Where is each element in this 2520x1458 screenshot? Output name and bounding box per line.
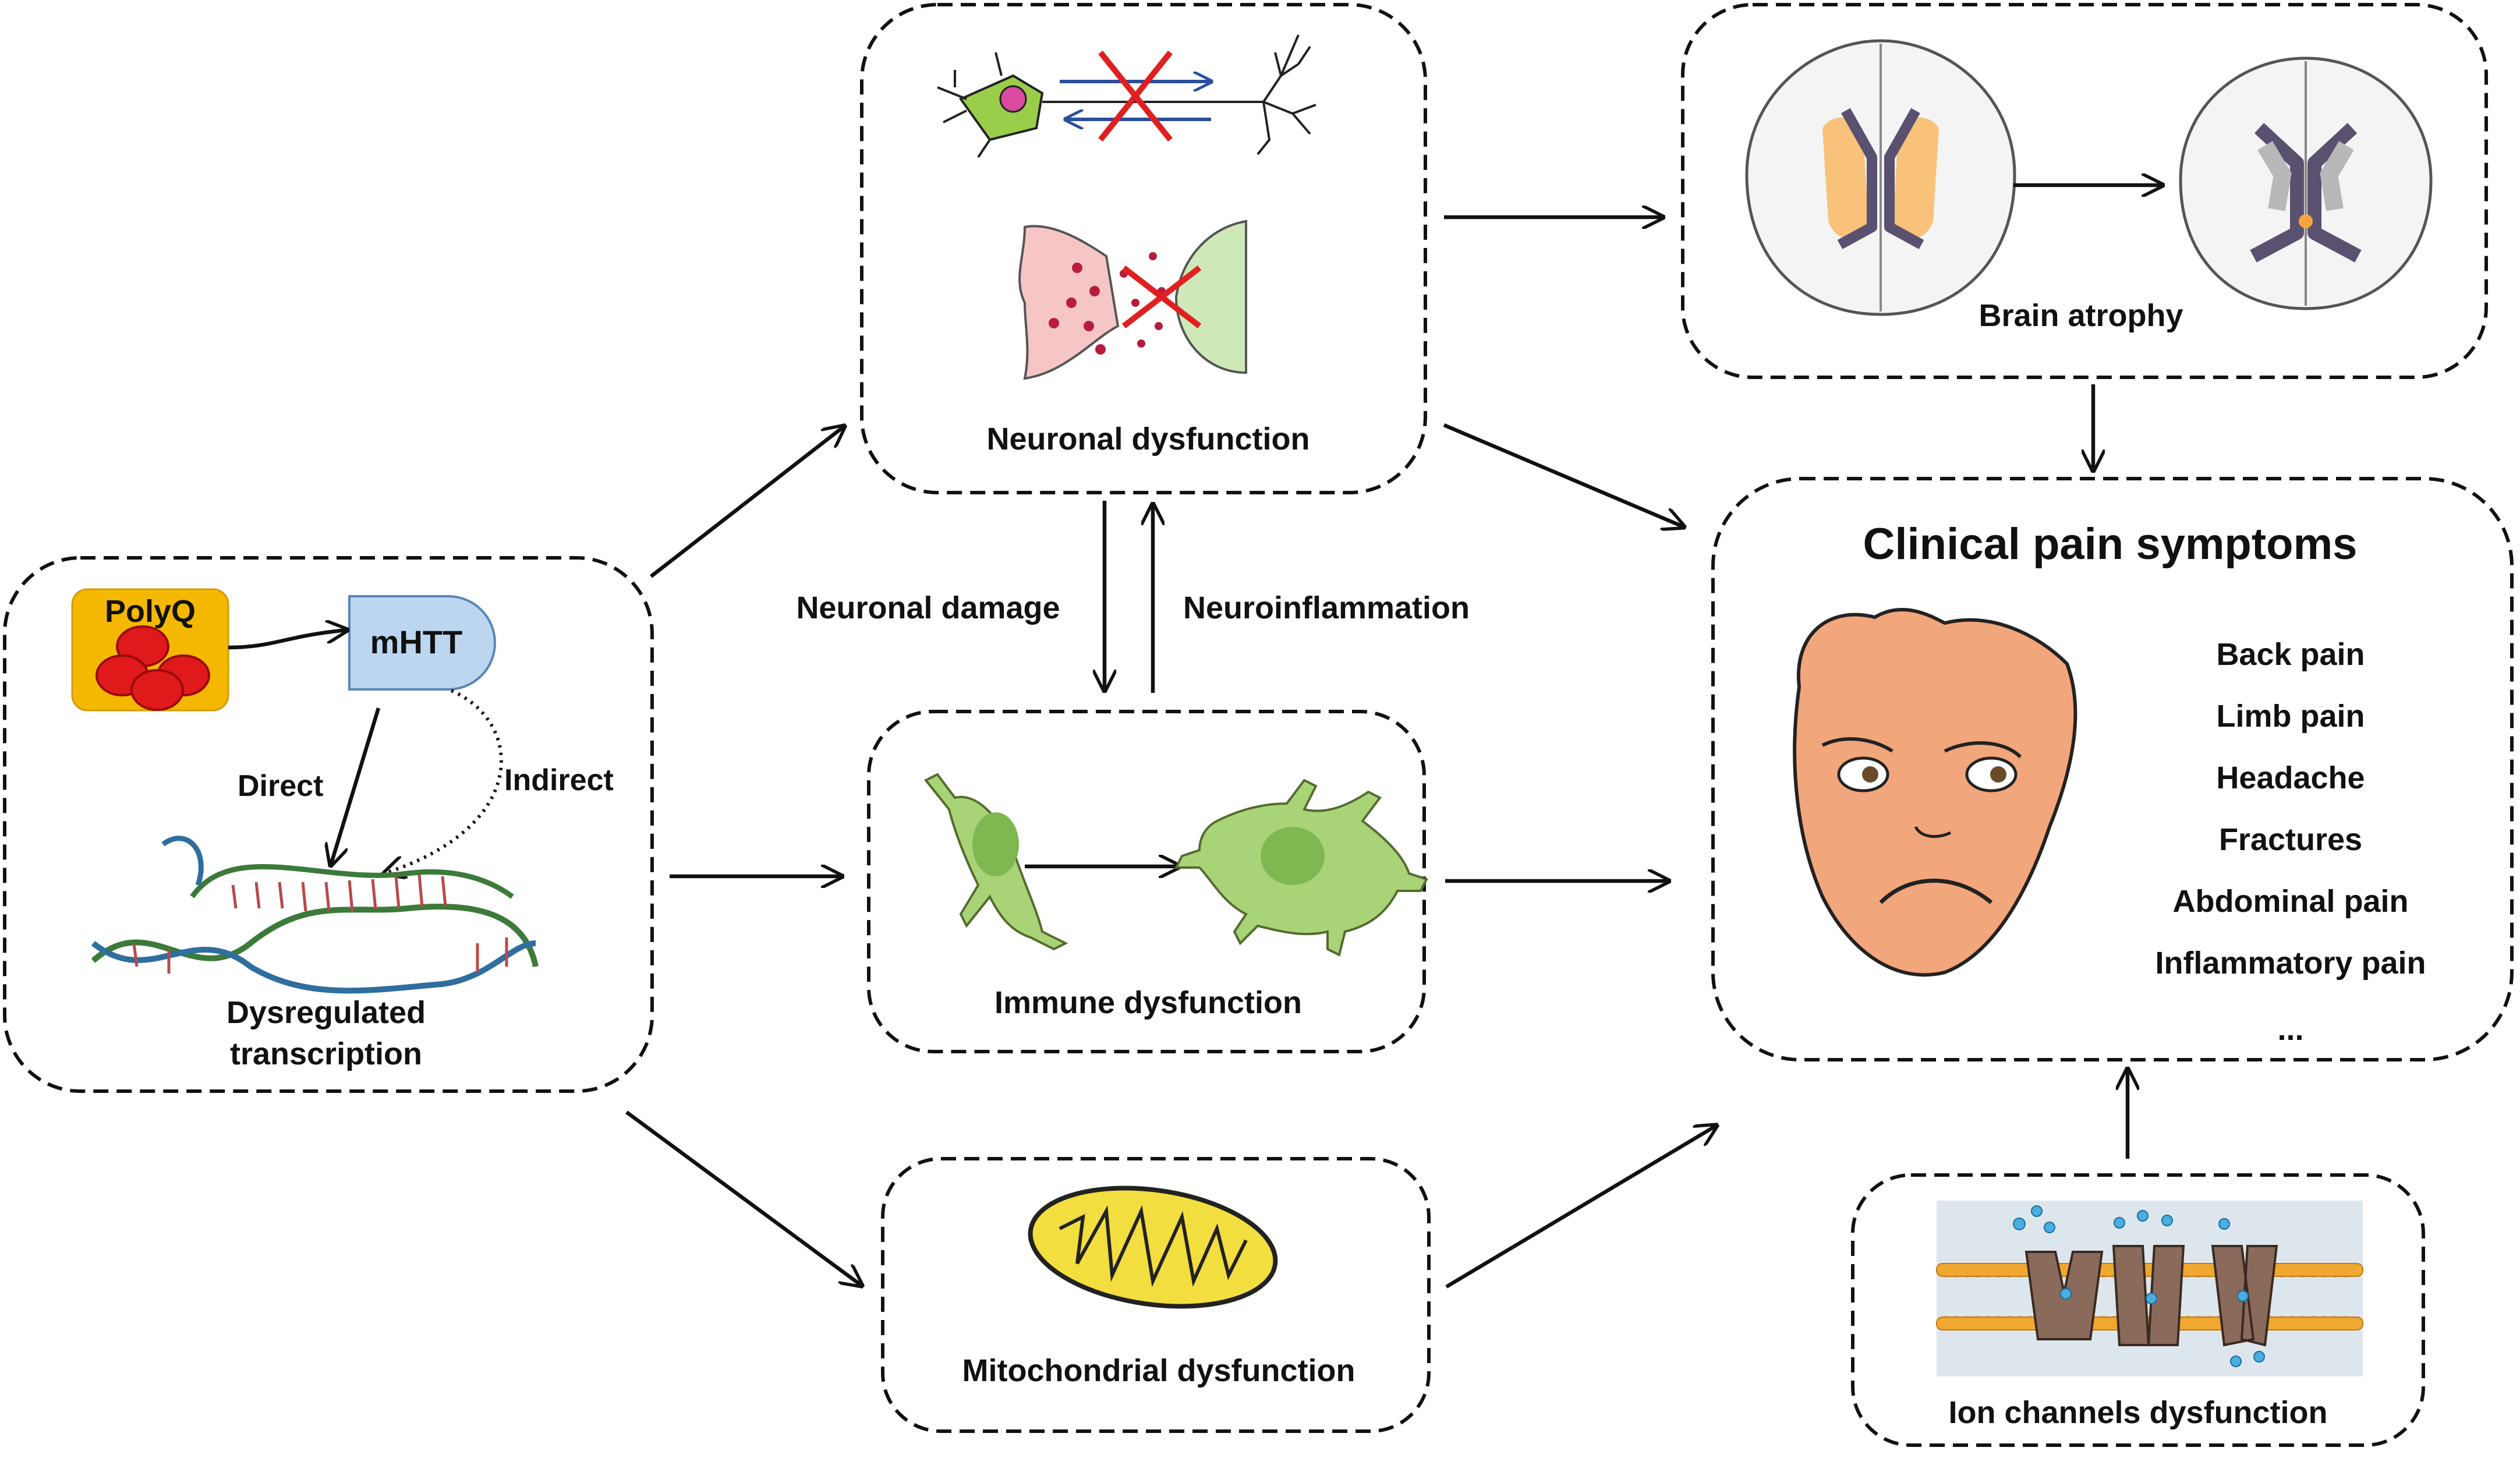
mhtt-label: mHTT [370,624,463,660]
flow-arrows [625,217,2128,1289]
mitochondria-icon [1028,1185,1278,1309]
synapse-illustration [1018,220,1247,380]
mhtt-shape [348,595,497,691]
immune-dysfunction-label: Immune dysfunction [994,985,1302,1020]
clinical-title: Clinical pain symptoms [1863,519,2358,569]
neuroinflammation-label: Neuroinflammation [1183,590,1470,625]
arrow-htt-to-mitochondria [625,1110,862,1286]
neuron-illustration [937,34,1316,158]
symptom-item: ... [2277,1012,2303,1047]
symptom-item: Abdominal pain [2173,884,2409,919]
mitochondrial-dysfunction-label: Mitochondrial dysfunction [962,1353,1355,1388]
arrow-direct [331,707,381,865]
box-htt [3,556,654,1093]
box-clinical [1711,477,2514,1061]
symptom-item: Back pain [2216,637,2365,672]
dysregulated-line2: transcription [230,1036,422,1071]
sad-face-icon [1793,608,2077,977]
arrow-neuronal-to-clinical [1443,423,1684,527]
ion-channel-membrane-icon [1936,1201,2363,1376]
healthy-brain-icon [1745,39,2016,316]
brain-atrophy-label: Brain atrophy [1979,298,2183,333]
polyq-tag [71,588,229,712]
arrow-indirect [384,689,503,873]
arrow-polyq-to-mhtt [228,630,347,650]
symptom-item: Limb pain [2217,699,2365,734]
polyq-label: PolyQ [105,594,196,629]
symptom-item: Headache [2216,760,2365,795]
dysregulated-line1: Dysregulated [226,995,426,1030]
dna-illustration [91,836,539,994]
indirect-label: Indirect [504,763,614,797]
direct-label: Direct [238,769,323,803]
box-brain [1681,3,2488,379]
symptom-item: Fractures [2219,822,2362,857]
symptom-item: Inflammatory pain [2155,946,2426,981]
box-mitochondria [881,1157,1431,1433]
symptom-list: Back pain Limb pain Headache Fractures A… [2155,637,2426,1047]
box-neuronal [860,3,1427,494]
arrow-mitochondria-to-clinical [1445,1126,1716,1289]
neuronal-dysfunction-label: Neuronal dysfunction [986,422,1309,456]
arrow-htt-to-neuronal [650,426,844,578]
atrophied-brain-icon [2179,56,2433,310]
ion-channels-label: Ion channels dysfunction [1948,1395,2327,1430]
resting-microglia-icon [923,773,1068,951]
activated-microglia-icon [1174,778,1428,957]
neuronal-damage-label: Neuronal damage [796,590,1060,625]
